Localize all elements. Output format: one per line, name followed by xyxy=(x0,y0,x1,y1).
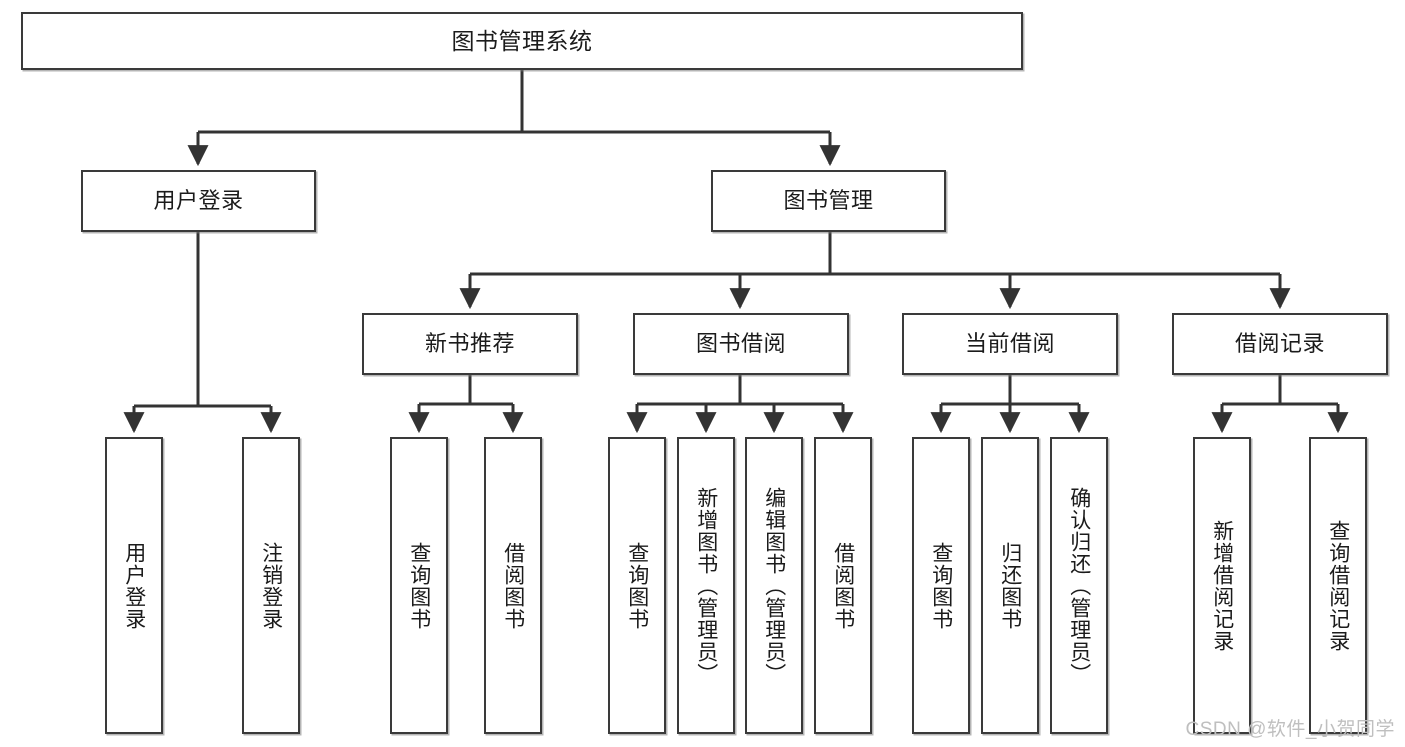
node-leaf-confirm-return[interactable]: 确认归还（管理员） xyxy=(1050,437,1108,734)
node-book-borrow[interactable]: 图书借阅 xyxy=(633,313,849,375)
node-book-borrow-label: 图书借阅 xyxy=(695,331,786,357)
node-borrow-record[interactable]: 借阅记录 xyxy=(1172,313,1388,375)
node-leaf-query-record-label: 查询借阅记录 xyxy=(1326,519,1350,652)
node-root[interactable]: 图书管理系统 xyxy=(21,12,1023,70)
node-leaf-logout[interactable]: 注销登录 xyxy=(242,437,300,734)
node-leaf-edit-book[interactable]: 编辑图书（管理员） xyxy=(745,437,803,734)
node-current-borrow-label: 当前借阅 xyxy=(964,331,1055,357)
node-root-label: 图书管理系统 xyxy=(451,27,593,54)
node-leaf-logout-label: 注销登录 xyxy=(259,541,283,630)
node-leaf-borrow-book-2-label: 借阅图书 xyxy=(831,541,855,630)
node-new-book-rec-label: 新书推荐 xyxy=(424,331,515,357)
node-leaf-confirm-return-label: 确认归还（管理员） xyxy=(1067,486,1091,685)
node-leaf-query-book-2-label: 查询图书 xyxy=(625,541,649,630)
node-leaf-query-book-3-label: 查询图书 xyxy=(929,541,953,630)
node-leaf-query-record[interactable]: 查询借阅记录 xyxy=(1309,437,1367,734)
node-leaf-query-book-1-label: 查询图书 xyxy=(407,541,431,630)
node-current-borrow[interactable]: 当前借阅 xyxy=(902,313,1118,375)
node-leaf-add-record-label: 新增借阅记录 xyxy=(1210,519,1234,652)
node-leaf-add-book-label: 新增图书（管理员） xyxy=(694,486,718,685)
node-leaf-borrow-book-2[interactable]: 借阅图书 xyxy=(814,437,872,734)
node-book-manage[interactable]: 图书管理 xyxy=(711,170,946,232)
node-leaf-user-login-label: 用户登录 xyxy=(122,541,146,630)
node-leaf-add-book[interactable]: 新增图书（管理员） xyxy=(677,437,735,734)
node-leaf-return-book[interactable]: 归还图书 xyxy=(981,437,1039,734)
node-borrow-record-label: 借阅记录 xyxy=(1234,331,1325,357)
node-leaf-edit-book-label: 编辑图书（管理员） xyxy=(762,486,786,685)
node-leaf-query-book-1[interactable]: 查询图书 xyxy=(390,437,448,734)
node-user-login[interactable]: 用户登录 xyxy=(81,170,316,232)
node-new-book-rec[interactable]: 新书推荐 xyxy=(362,313,578,375)
node-leaf-query-book-2[interactable]: 查询图书 xyxy=(608,437,666,734)
node-user-login-label: 用户登录 xyxy=(153,188,244,214)
node-leaf-add-record[interactable]: 新增借阅记录 xyxy=(1193,437,1251,734)
node-leaf-return-book-label: 归还图书 xyxy=(998,541,1022,630)
node-leaf-user-login[interactable]: 用户登录 xyxy=(105,437,163,734)
node-leaf-borrow-book-1-label: 借阅图书 xyxy=(501,541,525,630)
node-book-manage-label: 图书管理 xyxy=(783,188,874,214)
node-leaf-query-book-3[interactable]: 查询图书 xyxy=(912,437,970,734)
node-leaf-borrow-book-1[interactable]: 借阅图书 xyxy=(484,437,542,734)
